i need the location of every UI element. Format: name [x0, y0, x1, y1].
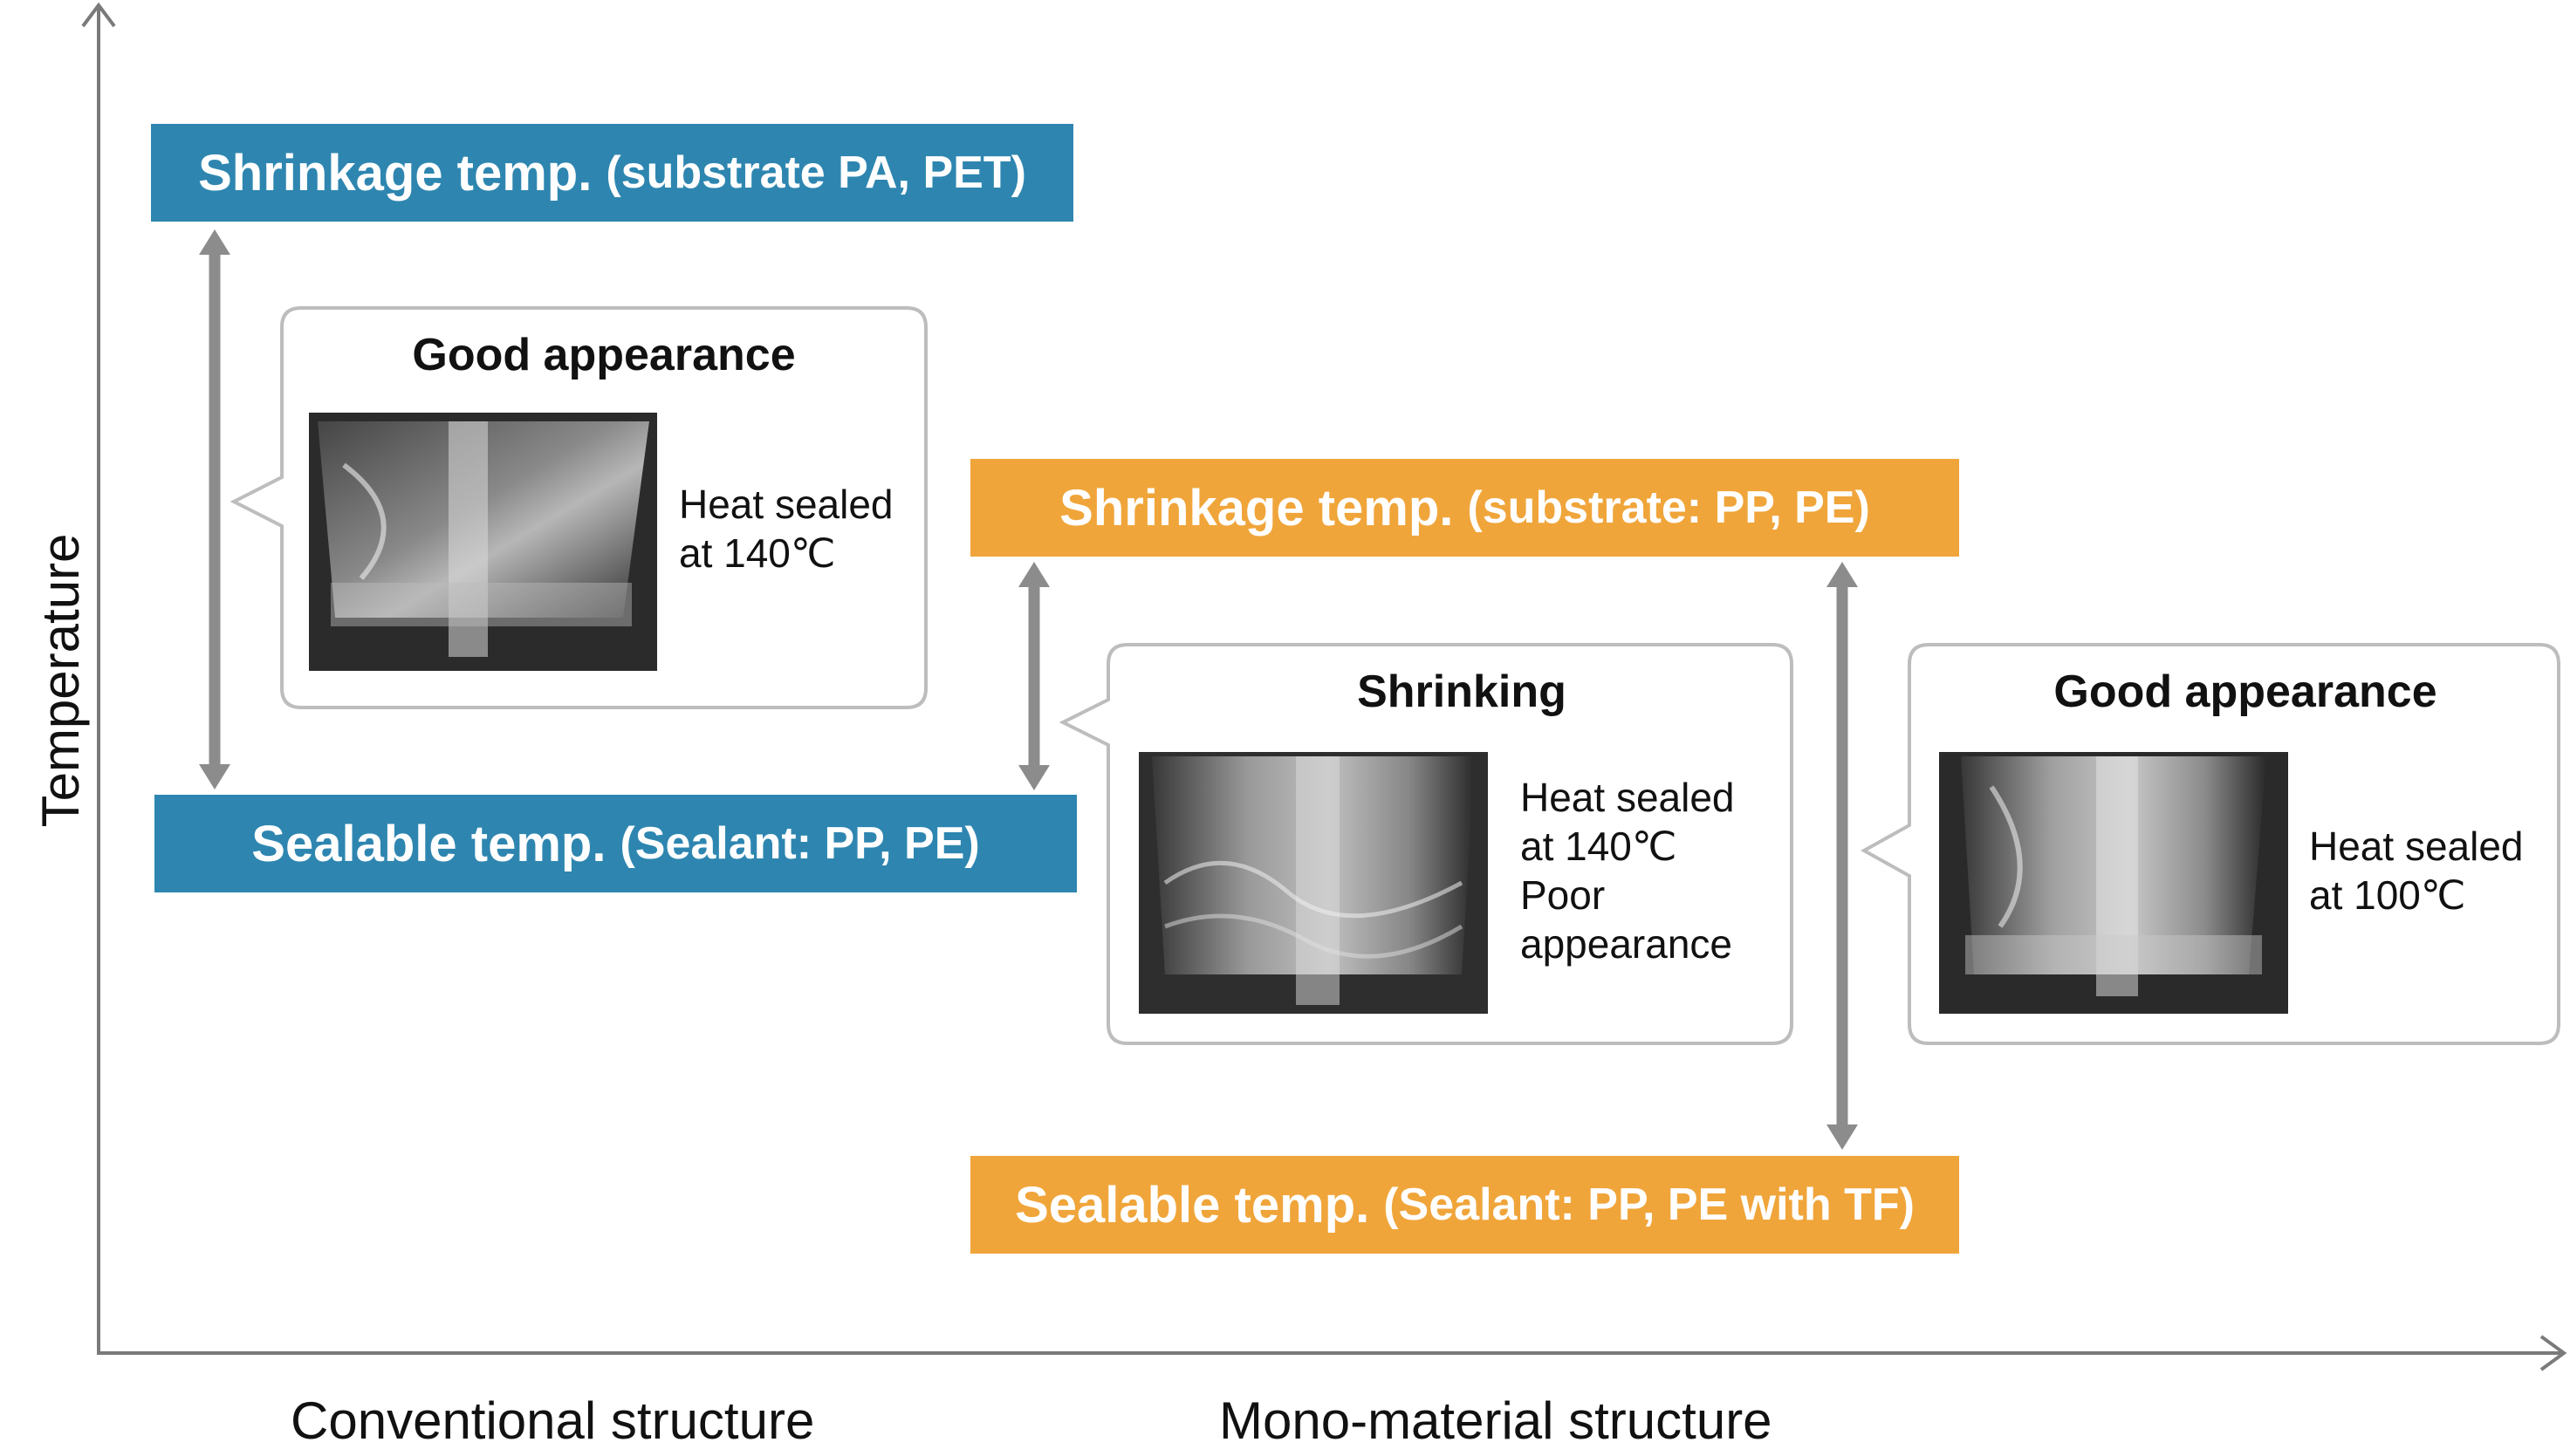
- bar-heading: Shrinkage temp.: [1059, 479, 1454, 537]
- bar-subtitle: (Sealant: PP, PE with TF): [1383, 1179, 1915, 1230]
- y-axis: [81, 2, 116, 1353]
- conventional-shrinkage-temp-bar: Shrinkage temp. (substrate PA, PET): [151, 124, 1073, 222]
- callout-description: Heat sealed at 140℃ Poor appearance: [1520, 775, 1735, 967]
- shrunk-pouch-photo: [1139, 752, 1488, 1014]
- callout-title: Good appearance: [2053, 666, 2437, 717]
- conventional-temperature-range-arrow: [199, 229, 230, 790]
- pouch-photo-graphic: [309, 413, 657, 671]
- callout-title: Shrinking: [1357, 666, 1566, 717]
- bar-subtitle: (Sealant: PP, PE): [620, 818, 980, 869]
- mono-shrinkage-temp-bar: Shrinkage temp. (substrate: PP, PE): [970, 459, 1959, 557]
- heat-sealed-pouch-photo: [309, 413, 657, 671]
- callout-description: Heat sealed at 140℃: [679, 482, 894, 576]
- bar-heading: Shrinkage temp.: [198, 144, 593, 202]
- y-axis-label: Temperature: [31, 533, 90, 828]
- x-axis-label-conventional: Conventional structure: [291, 1391, 815, 1450]
- mono-shrinking-range-arrow: [1018, 562, 1050, 790]
- callout-description: Heat sealed at 100℃: [2309, 824, 2524, 918]
- heat-sealed-pouch-photo: [1939, 752, 2288, 1014]
- bar-heading: Sealable temp.: [251, 815, 607, 872]
- pouch-photo-graphic: [1139, 752, 1488, 1014]
- bar-subtitle: (substrate PA, PET): [606, 147, 1026, 198]
- callout-title: Good appearance: [412, 330, 796, 380]
- x-axis: [97, 1335, 2567, 1371]
- pouch-photo-graphic: [1939, 752, 2288, 1014]
- x-axis-label-mono: Mono-material structure: [1219, 1391, 1772, 1450]
- bar-subtitle: (substrate: PP, PE): [1467, 482, 1870, 533]
- mono-sealable-temp-bar: Sealable temp. (Sealant: PP, PE with TF): [970, 1156, 1959, 1254]
- conventional-sealable-temp-bar: Sealable temp. (Sealant: PP, PE): [154, 795, 1077, 892]
- mono-good-range-arrow: [1826, 562, 1858, 1150]
- bar-heading: Sealable temp.: [1015, 1176, 1370, 1234]
